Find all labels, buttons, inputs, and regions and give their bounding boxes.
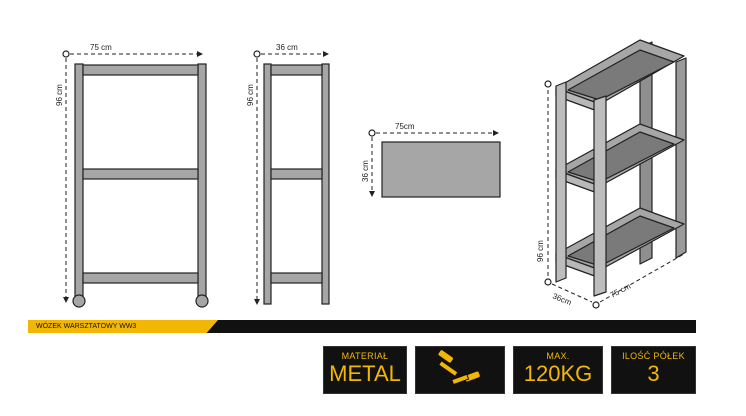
iso-front-right-post <box>593 95 607 297</box>
iso-height-label: 96 cm <box>536 240 545 262</box>
side-left-post <box>263 63 272 305</box>
shelves-badge: ILOŚĆ PÓŁEK 3 <box>611 346 696 394</box>
side-shelf-top <box>270 64 323 76</box>
iso-back-right-post <box>675 57 687 259</box>
banner-title: WÓZEK WARSZTATOWY WW3 <box>36 323 137 330</box>
top-view: 75cm 36 cm <box>361 122 501 198</box>
iso-height-top <box>544 80 552 88</box>
screws-badge <box>415 346 505 394</box>
load-value: 120KG <box>523 361 593 386</box>
front-width-label: 75 cm <box>90 43 112 52</box>
side-shelf-bottom <box>270 272 323 284</box>
screws-icon <box>437 349 481 386</box>
front-left-post <box>74 63 84 301</box>
iso-depth-origin <box>544 278 552 286</box>
shelves-label: ILOŚĆ PÓŁEK <box>622 351 685 361</box>
front-wheel-right <box>195 294 209 308</box>
iso-depth-label: 36cm <box>551 292 573 308</box>
front-right-post <box>197 63 207 301</box>
iso-depth-line <box>551 283 593 303</box>
iso-front-left-post <box>555 81 567 283</box>
material-badge: MATERIAŁ METAL <box>323 346 407 394</box>
top-width-label: 75cm <box>395 122 415 131</box>
front-view: 75 cm 96 cm <box>55 43 209 308</box>
side-shelf-middle <box>270 168 323 180</box>
product-banner: WÓZEK WARSZTATOWY WW3 <box>28 320 696 333</box>
isometric-view <box>555 39 687 297</box>
front-height-label: 96 cm <box>55 84 64 106</box>
front-shelf-middle <box>82 168 199 180</box>
front-wheel-left <box>72 294 86 308</box>
iso-width-origin <box>592 301 600 309</box>
front-shelf-bottom <box>82 272 199 284</box>
side-width-origin <box>253 50 261 58</box>
side-width-label: 36 cm <box>276 43 298 52</box>
front-width-origin <box>62 50 70 58</box>
iso-width-line <box>599 253 685 303</box>
top-width-origin <box>368 129 376 137</box>
banner-accent <box>28 320 218 333</box>
shelves-value: 3 <box>647 361 660 386</box>
front-shelf-top <box>82 64 199 76</box>
top-shelf-plate <box>381 141 501 198</box>
top-depth-label: 36 cm <box>361 160 370 182</box>
load-label: MAX. <box>546 351 570 361</box>
side-view: 36 cm 96 cm <box>246 43 330 305</box>
iso-width-label: 75 cm <box>609 281 633 299</box>
material-value: METAL <box>329 361 401 386</box>
load-badge: MAX. 120KG <box>513 346 603 394</box>
side-right-post <box>321 63 330 305</box>
iso-shelf-top-inner <box>567 49 675 101</box>
material-label: MATERIAŁ <box>341 351 389 361</box>
side-height-label: 96 cm <box>246 84 255 106</box>
